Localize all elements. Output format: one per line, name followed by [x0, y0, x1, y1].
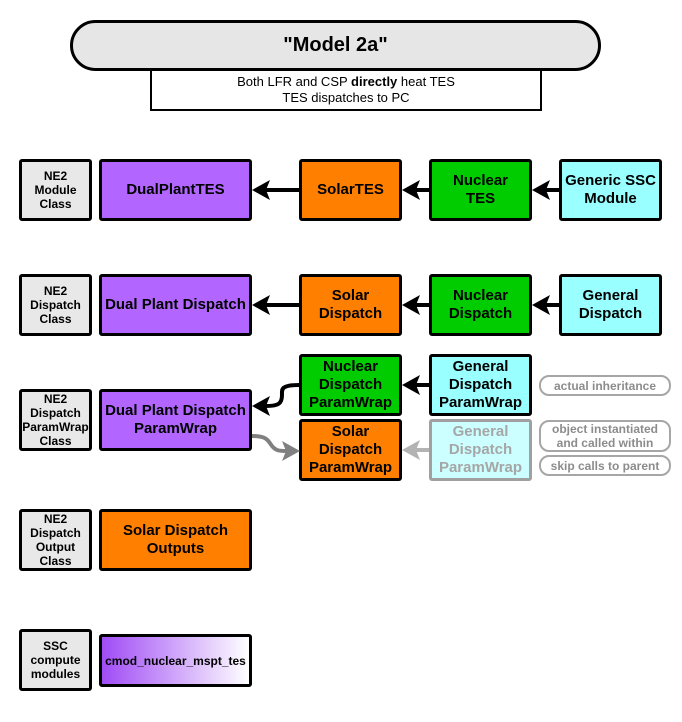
row-label-paramwrap: NE2 Dispatch ParamWrap Class	[19, 389, 92, 451]
generic-ssc-module-box: Generic SSC Module	[559, 159, 662, 221]
subtitle-text-b: heat TES	[397, 74, 455, 89]
row-label-module: NE2 Module Class	[19, 159, 92, 221]
cmod-nuclear-mspt-tes-box: cmod_nuclear_mspt_tes	[99, 634, 252, 687]
arrow-faded-general-to-solar-paramwrap	[402, 440, 429, 460]
arrow-general-dispatch-to-nuclear-dispatch	[532, 295, 559, 315]
row-label-ssc: SSC compute modules	[19, 629, 92, 691]
subtitle-text-a: Both LFR and CSP	[237, 74, 352, 89]
solar-dispatch-paramwrap-box: Solar Dispatch ParamWrap	[299, 419, 402, 481]
general-dispatch-box: General Dispatch	[559, 274, 662, 336]
subtitle-line-1: Both LFR and CSP directly heat TES	[237, 74, 455, 90]
dual-plant-dispatch-paramwrap-box: Dual Plant Dispatch ParamWrap	[99, 389, 252, 451]
nuclear-dispatch-box: Nuclear Dispatch	[429, 274, 532, 336]
arrow-nuclear-dispatch-to-solar-dispatch	[402, 295, 429, 315]
diagram-subtitle: Both LFR and CSP directly heat TES TES d…	[150, 71, 542, 111]
dualplanttes-box: DualPlantTES	[99, 159, 252, 221]
legend-object-instantiated: object instantiated and called within	[539, 420, 671, 452]
subtitle-text-bold: directly	[351, 74, 398, 89]
arrow-solar-dispatch-to-dual-plant-dispatch	[252, 295, 299, 315]
subtitle-line-2: TES dispatches to PC	[282, 90, 410, 105]
arrow-nuclear-paramwrap-to-dual-paramwrap	[252, 383, 300, 416]
nuclear-dispatch-paramwrap-box: Nuclear Dispatch ParamWrap	[299, 354, 402, 416]
arrow-general-paramwrap-to-nuclear-paramwrap	[402, 375, 429, 395]
solar-dispatch-outputs-box: Solar Dispatch Outputs	[99, 509, 252, 571]
legend-actual-inheritance: actual inheritance	[539, 375, 671, 396]
row-label-dispatch: NE2 Dispatch Class	[19, 274, 92, 336]
general-dispatch-paramwrap-faded-box: General Dispatch ParamWrap	[429, 419, 532, 481]
solar-dispatch-box: Solar Dispatch	[299, 274, 402, 336]
arrow-generic-ssc-to-nuclear-tes	[532, 180, 559, 200]
arrow-solartes-to-dualplanttes	[252, 180, 299, 200]
diagram-title: "Model 2a"	[70, 20, 601, 71]
diagram-title-text: "Model 2a"	[283, 34, 388, 56]
legend-skip-calls: skip calls to parent	[539, 455, 671, 476]
arrow-nuclear-tes-to-solartes	[402, 180, 429, 200]
nuclear-tes-box: Nuclear TES	[429, 159, 532, 221]
arrow-dual-paramwrap-to-solar-paramwrap	[251, 434, 300, 461]
dual-plant-dispatch-box: Dual Plant Dispatch	[99, 274, 252, 336]
solartes-box: SolarTES	[299, 159, 402, 221]
general-dispatch-paramwrap-box: General Dispatch ParamWrap	[429, 354, 532, 416]
row-label-outputs: NE2 Dispatch Output Class	[19, 509, 92, 571]
